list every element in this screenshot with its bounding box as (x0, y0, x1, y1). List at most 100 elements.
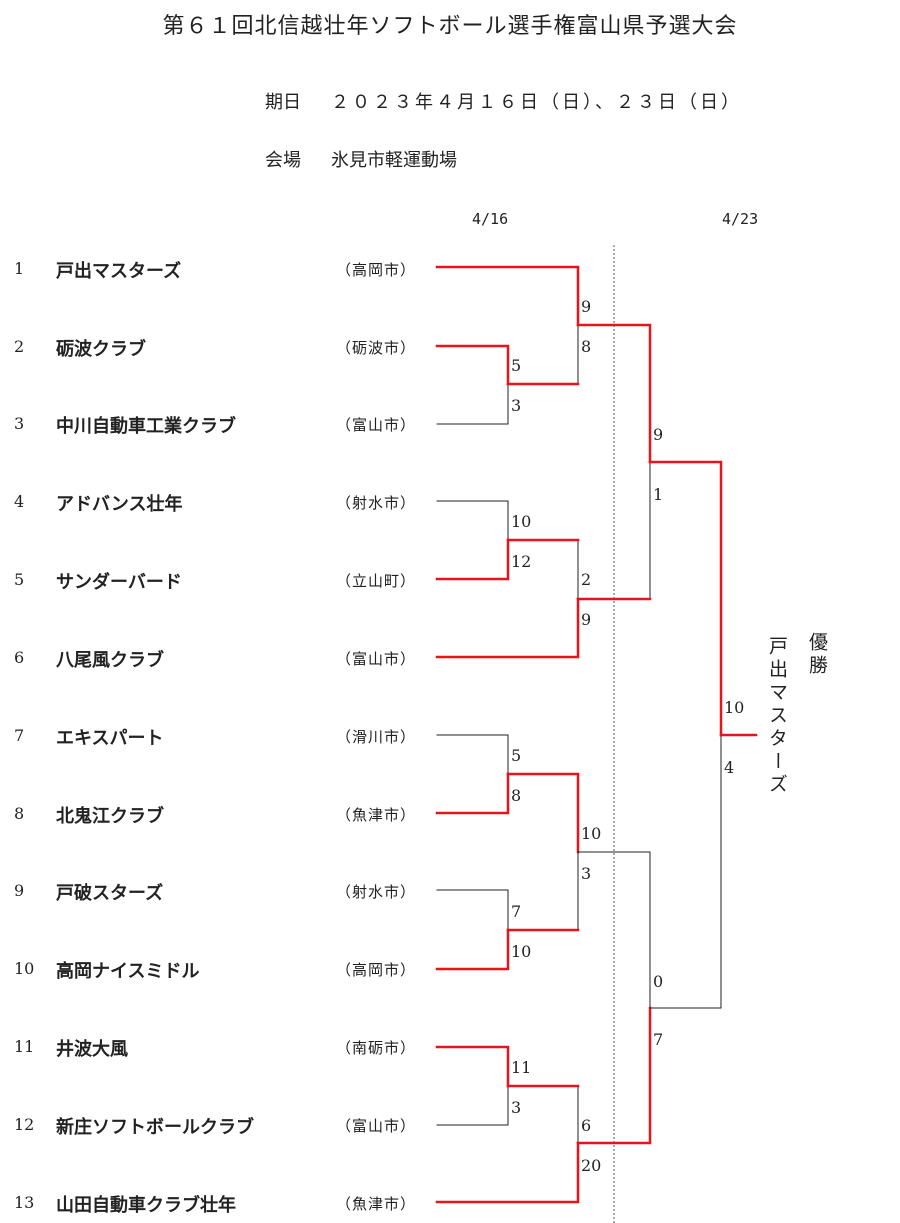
schedule-label: 期日 (265, 92, 301, 113)
team-row: 12 新庄ソフトボールクラブ （富山市） (0, 1111, 430, 1139)
match-score: 6 (581, 1116, 592, 1135)
bracket-line-lose (436, 1085, 509, 1126)
bracket-line-win (435, 344, 510, 386)
team-row: 3 中川自動車工業クラブ （富山市） (0, 410, 430, 438)
team-city: （富山市） (336, 1117, 417, 1135)
team-number: 3 (14, 414, 25, 433)
round2-date: 4/23 (722, 210, 759, 228)
team-name: 戸破スターズ (56, 883, 164, 904)
team-city: （南砺市） (336, 1039, 417, 1057)
team-city: （射水市） (336, 883, 417, 901)
venue-value: 氷見市軽運動場 (331, 150, 457, 171)
match-score: 9 (581, 297, 592, 316)
match-score: 9 (581, 610, 592, 629)
team-number: 5 (14, 570, 25, 589)
match-score: 10 (511, 942, 532, 961)
team-row: 4 アドバンス壮年 （射水市） (0, 488, 430, 516)
team-row: 7 エキスパート （滑川市） (0, 722, 430, 750)
team-city: （滑川市） (336, 728, 417, 746)
match-score: 4 (724, 758, 735, 777)
match-score: 12 (511, 552, 532, 571)
bracket-line-win (435, 1141, 580, 1204)
team-number: 2 (14, 337, 25, 356)
match-score: 0 (653, 972, 664, 991)
team-city: （魚津市） (336, 806, 417, 824)
round1-date: 4/16 (472, 210, 509, 228)
match-score: 7 (511, 902, 522, 921)
match-score: 5 (511, 356, 522, 375)
team-city: （射水市） (336, 494, 417, 512)
team-name: エキスパート (56, 728, 164, 749)
team-city: （魚津市） (336, 1195, 417, 1213)
bracket-line-win (506, 772, 580, 854)
team-name: 戸出マスターズ (56, 261, 182, 282)
match-score: 1 (653, 485, 664, 504)
match-score: 5 (511, 746, 522, 765)
match-score: 10 (511, 512, 532, 531)
team-number: 6 (14, 648, 25, 667)
team-number: 9 (14, 881, 25, 900)
venue-label: 会場 (265, 150, 301, 171)
team-city: （高岡市） (336, 961, 417, 979)
team-name: 新庄ソフトボールクラブ (56, 1117, 254, 1138)
team-name: 北鬼江クラブ (56, 806, 164, 827)
match-score: 10 (724, 698, 745, 717)
team-city: （立山町） (336, 572, 417, 590)
match-score: 8 (581, 337, 592, 356)
team-name: 砺波クラブ (56, 339, 146, 360)
team-number: 1 (14, 259, 25, 278)
team-number: 11 (14, 1037, 35, 1056)
bracket-line-win (576, 323, 652, 464)
team-number: 8 (14, 804, 25, 823)
bracket-line-lose (436, 383, 509, 425)
bracket-line-win (435, 1045, 510, 1088)
match-score: 20 (581, 1156, 602, 1175)
team-name: 山田自動車クラブ壮年 (56, 1195, 236, 1216)
team-number: 10 (14, 959, 35, 978)
team-row: 2 砺波クラブ （砺波市） (0, 333, 430, 361)
match-score: 10 (581, 824, 602, 843)
bracket-line-win (435, 597, 580, 659)
bracket-line-win (435, 928, 510, 971)
team-number: 7 (14, 726, 25, 745)
champion-name: 戸出マスターズ (766, 636, 788, 797)
bracket-line-lose (436, 734, 509, 775)
match-score: 11 (511, 1058, 532, 1077)
team-row: 11 井波大風 （南砺市） (0, 1033, 430, 1061)
bracket-line-win (576, 1006, 652, 1145)
match-score: 3 (581, 864, 592, 883)
bracket-line-win (435, 772, 510, 815)
team-name: 八尾風クラブ (56, 650, 164, 671)
team-row: 10 高岡ナイスミドル （高岡市） (0, 955, 430, 983)
bracket-line-lose (436, 500, 509, 541)
team-row: 13 山田自動車クラブ壮年 （魚津市） (0, 1189, 430, 1217)
team-row: 1 戸出マスターズ （高岡市） (0, 255, 430, 283)
team-name: 高岡ナイスミドル (56, 961, 200, 982)
team-city: （富山市） (336, 416, 417, 434)
team-number: 13 (14, 1193, 35, 1212)
team-number: 12 (14, 1115, 35, 1134)
match-score: 7 (653, 1030, 664, 1049)
team-row: 5 サンダーバード （立山町） (0, 566, 430, 594)
team-name: 井波大風 (56, 1039, 128, 1060)
team-name: サンダーバード (56, 572, 182, 593)
venue-row: 会場 氷見市軽運動場 (265, 146, 457, 172)
team-city: （富山市） (336, 650, 417, 668)
bracket-line-lose (507, 324, 579, 385)
team-city: （砺波市） (336, 339, 417, 357)
team-row: 9 戸破スターズ （射水市） (0, 877, 430, 905)
team-name: 中川自動車工業クラブ (56, 416, 236, 437)
bracket-line-lose (649, 734, 722, 1009)
match-score: 2 (581, 570, 592, 589)
match-score: 9 (653, 425, 664, 444)
match-score: 3 (511, 396, 522, 415)
team-city: （高岡市） (336, 261, 417, 279)
page-title: 第６１回北信越壮年ソフトボール選手権富山県予選大会 (162, 14, 738, 39)
team-name: アドバンス壮年 (56, 494, 183, 515)
bracket-line-win (435, 538, 510, 581)
team-row: 8 北鬼江クラブ （魚津市） (0, 800, 430, 828)
champion-label: 優勝 (806, 632, 828, 678)
bracket-line-lose (577, 851, 651, 1009)
